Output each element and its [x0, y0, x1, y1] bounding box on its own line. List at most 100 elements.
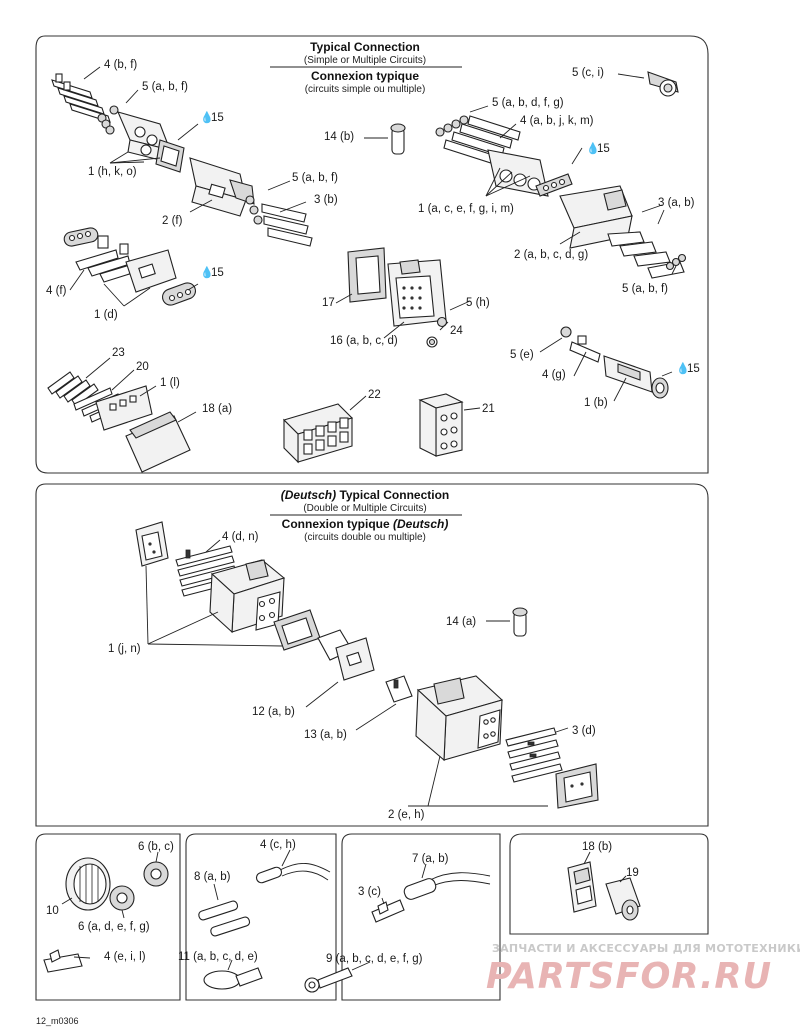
title-en: Typical Connection [310, 40, 420, 54]
callouts-deutsch: 4 (d, n) 1 (j, n) 14 (a) 12 (a, b) 13 (a… [108, 531, 596, 821]
callout-14a: 14 (a) [446, 616, 476, 628]
callout-18a: 18 (a) [202, 403, 232, 415]
deutsch-right-assembly [385, 675, 599, 809]
seals-5abdfg [435, 115, 469, 137]
seal-cap-left [135, 521, 169, 567]
subtitle-fr: (circuits simple ou multiple) [305, 84, 426, 95]
grommet-10 [61, 857, 111, 911]
callout-6adefg: 6 (a, d, e, f, g) [78, 921, 150, 933]
title-fr-deutsch: Connexion typique (Deutsch) [282, 517, 449, 531]
leaders-mid-left [69, 269, 199, 307]
panel-top-frame [35, 35, 709, 474]
callout-18b: 18 (b) [582, 841, 612, 853]
panel-bottom-1-frame [35, 833, 181, 1001]
callout-5abf-a: 5 (a, b, f) [142, 81, 188, 93]
callout-16abcd: 16 (a, b, c, d) [330, 335, 398, 347]
callout-5abf-c: 5 (a, b, f) [622, 283, 668, 295]
title-fr: Connexion typique [311, 69, 419, 83]
title-en-deutsch: (Deutsch) Typical Connection [281, 488, 449, 502]
figure-code: 12_m0306 [36, 1016, 79, 1026]
callout-8ab: 8 (a, b) [194, 871, 231, 883]
terminals-3b [245, 195, 313, 247]
housing-16abcd [387, 259, 447, 327]
panel-bottom-3-frame [341, 833, 501, 1001]
cover-18b [567, 851, 597, 913]
gasket-deutsch [273, 609, 321, 651]
callout-21: 21 [482, 403, 495, 415]
callout-4f: 4 (f) [46, 285, 67, 297]
watermark: ЗАПЧАСТИ И АКСЕССУАРЫ ДЛЯ МОТОТЕХНИКИ PA… [486, 942, 800, 997]
seal-cap-right [555, 763, 599, 809]
callout-1d: 1 (d) [94, 309, 118, 321]
panel-top-title: Typical Connection (Simple or Multiple C… [270, 40, 462, 95]
grommet-6bc [143, 851, 169, 887]
housing-22 [282, 395, 367, 464]
callout-17: 17 [322, 297, 335, 309]
housing-21 [418, 393, 481, 457]
clamp-11abcde [203, 959, 263, 990]
leaders-top-right [469, 105, 677, 275]
ring-terminal-9 [304, 961, 371, 993]
part-14a [486, 607, 528, 637]
deutsch-left-assembly [135, 521, 375, 681]
callout-9abcdefg: 9 (a, b, c, d, e, f, g) [326, 953, 423, 965]
drop-icon: 💧 [200, 266, 214, 279]
subtitle-fr-deutsch: (circuits double ou multiple) [304, 532, 426, 543]
callout-12ab: 12 (a, b) [252, 706, 295, 718]
panel-bottom-2-frame [185, 833, 337, 1001]
leaders-deutsch-right [355, 703, 569, 807]
leaders-deutsch-left [145, 539, 339, 708]
callout-15-c: 15 [211, 267, 224, 279]
housing-1d [125, 249, 177, 293]
callout-10: 10 [46, 905, 59, 917]
callouts-top: 4 (b, f) 5 (a, b, f) 💧 15 1 (h, k, o) 2 … [46, 59, 700, 415]
seals-5abf-right [665, 253, 687, 271]
callout-3b: 3 (b) [314, 194, 338, 206]
housing-assembly-mid-left [63, 227, 197, 306]
connector-2f [189, 157, 255, 217]
callout-11abcde: 11 (a, b, c, d, e) [178, 951, 258, 963]
callout-3d: 3 (d) [572, 725, 596, 737]
seal-gasket-left [63, 227, 99, 247]
callout-15-d: 15 [687, 363, 700, 375]
callout-6bc: 6 (b, c) [138, 841, 174, 853]
callout-20: 20 [136, 361, 149, 373]
leaders-center [335, 293, 471, 339]
callout-2f: 2 (f) [162, 215, 183, 227]
callout-1b: 1 (b) [584, 397, 608, 409]
center-housing-16-17 [347, 247, 448, 348]
housing-1acefgim [487, 149, 549, 197]
callout-22: 22 [368, 389, 381, 401]
callout-3ab: 3 (a, b) [658, 197, 695, 209]
terminal-4eil [43, 949, 91, 973]
callouts-bottom: 6 (b, c) 10 6 (a, d, e, f, g) 4 (c, h) 8… [46, 839, 639, 965]
housing-1b [603, 355, 653, 393]
terminals-13ab [385, 675, 413, 703]
housing-assembly-top-right [435, 115, 687, 279]
drop-icon: 💧 [200, 111, 214, 124]
callout-5e: 5 (e) [510, 349, 534, 361]
drop-icon: 💧 [586, 142, 600, 155]
housing-assembly-top-left [51, 73, 313, 247]
callout-2abcdg: 2 (a, b, c, d, g) [514, 249, 588, 261]
callout-1l: 1 (l) [160, 377, 180, 389]
callout-1acefgim: 1 (a, c, e, f, g, i, m) [418, 203, 514, 215]
callout-1jn: 1 (j, n) [108, 643, 141, 655]
leaders-right-mid [539, 337, 673, 402]
subtitle-en: (Simple or Multiple Circuits) [304, 55, 426, 66]
leaders-top-left [83, 66, 307, 213]
callout-19: 19 [626, 867, 639, 879]
terminals-3d [505, 727, 563, 783]
panel-deutsch-title: (Deutsch) Typical Connection (Double or … [270, 488, 462, 543]
callout-24: 24 [450, 325, 463, 337]
panel-deutsch-frame [35, 483, 709, 827]
callout-7ab: 7 (a, b) [412, 853, 449, 865]
callout-4ch: 4 (c, h) [260, 839, 296, 851]
subtitle-en-deutsch: (Double or Multiple Circuits) [303, 503, 426, 514]
splice-8ab [198, 883, 251, 937]
housing-1l [95, 385, 153, 431]
part-14b [364, 123, 406, 155]
callout-4bf: 4 (b, f) [104, 59, 137, 71]
seals-5abf [97, 105, 119, 135]
